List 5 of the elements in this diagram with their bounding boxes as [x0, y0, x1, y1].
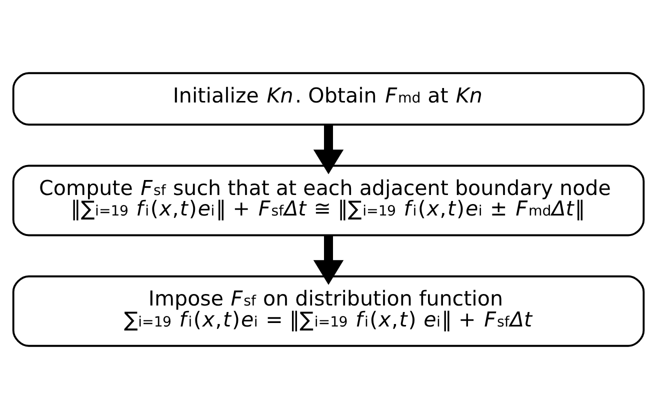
node-box: Initialize Kn. Obtain Fmd at Kn: [12, 72, 645, 126]
node-box: Impose Fsf on distribution function ∑i=19 fi(x,t)ei = ‖∑i=19 fi(x,t) ei‖ + FsfΔt: [12, 275, 645, 347]
arrow: [313, 235, 344, 285]
node-box: Compute Fsf such that at each adjacent boundary node ‖∑i=19 fi(x,t)ei‖ + FsfΔt ≅ ‖∑i=19 fi(x,t)ei ± FmdΔt‖: [12, 164, 645, 236]
arrow: [313, 124, 344, 174]
